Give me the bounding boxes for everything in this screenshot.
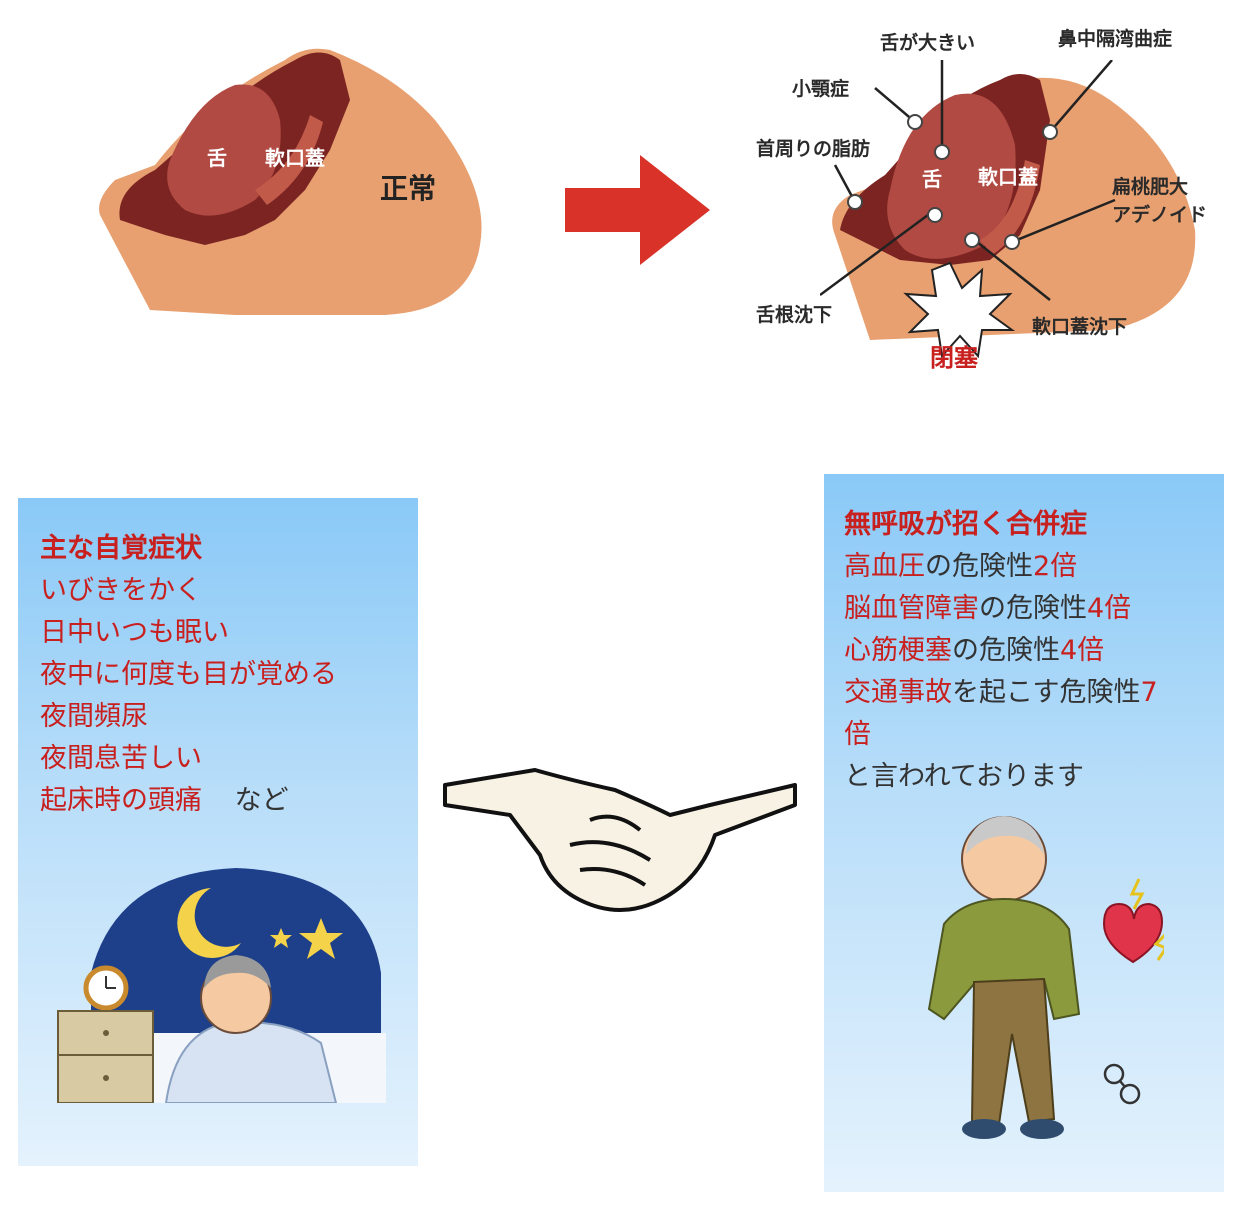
man-trousers: [970, 977, 1056, 1126]
complications-closing: と言われております: [844, 761, 1085, 792]
marker-septum: [1042, 124, 1058, 140]
complications-title: 無呼吸が招く合併症: [844, 509, 1087, 540]
label-tonsil: 扁桃肥大: [1112, 176, 1189, 198]
marker-palate-drop: [964, 232, 980, 248]
label-big-tongue: 舌が大きい: [880, 32, 976, 54]
complication-row-traffic-wrap: 倍: [844, 719, 871, 750]
marker-small-jaw: [907, 114, 923, 130]
normal-palate: [255, 115, 323, 205]
lightning-icon: [1153, 933, 1164, 961]
nightstand: [57, 1010, 154, 1103]
marker-big-tongue: [934, 144, 950, 160]
star-icon: [299, 918, 343, 959]
man-hair: [966, 816, 1044, 854]
man-hair: [204, 955, 271, 988]
label-septum: 鼻中隔湾曲症: [1058, 28, 1173, 50]
man-sweater: [927, 897, 1081, 1021]
label-neck-fat: 首周りの脂肪: [756, 138, 871, 160]
symptom-item: 起床時の頭痛: [40, 785, 202, 816]
symptoms-title: 主な自覚症状: [40, 533, 202, 564]
sleepless-man-illustration: [57, 868, 386, 1103]
normal-palate-label: 軟口蓋: [265, 146, 325, 170]
arrow-right-icon: [565, 155, 710, 265]
symptom-item: 夜間息苦しい: [40, 743, 202, 774]
osa-palate: [980, 160, 1040, 255]
lightning-icon: [1129, 878, 1145, 910]
label-adenoid: アデノイド: [1112, 204, 1208, 226]
normal-state-label: 正常: [380, 172, 436, 205]
symptom-item: 日中いつも眠い: [40, 617, 229, 648]
man-shoe: [1020, 1119, 1064, 1139]
osa-tongue-label: 舌: [922, 167, 942, 191]
normal-tongue-label: 舌: [207, 146, 227, 170]
chest-pain-man-illustration: [927, 816, 1164, 1139]
handshake-icon: [443, 768, 797, 912]
heart-icon: [1102, 902, 1164, 964]
complication-row: 高血圧の危険性2倍: [844, 551, 1078, 582]
label-palate-drop: 軟口蓋沈下: [1032, 316, 1128, 338]
symptoms-panel: 主な自覚症状 いびきをかく 日中いつも眠い 夜中に何度も目が覚める 夜間頻尿 夜…: [18, 498, 418, 1166]
symptom-item: いびきをかく: [40, 575, 202, 606]
marker-tonsil: [1004, 234, 1020, 250]
obstructed-airway-illustration: 舌 軟口蓋: [820, 60, 1196, 359]
symptoms-suffix: など: [234, 785, 289, 816]
obstruction-burst-icon: [903, 261, 1016, 359]
marker-tongue-base: [927, 207, 943, 223]
marker-neck-fat: [847, 194, 863, 210]
symptom-item: 夜間頻尿: [40, 701, 148, 732]
symptom-item: 夜中に何度も目が覚める: [40, 659, 337, 690]
complication-row: 脳血管障害の危険性4倍: [844, 593, 1132, 624]
moon-icon: [177, 888, 241, 958]
complication-row-traffic: 交通事故を起こす危険性7: [844, 677, 1158, 708]
complications-panel: 無呼吸が招く合併症 高血圧の危険性2倍 脳血管障害の危険性4倍 心筋梗塞の危険性…: [824, 474, 1224, 1192]
label-obstruction: 閉塞: [930, 344, 978, 372]
label-tongue-base: 舌根沈下: [756, 304, 833, 326]
star-icon: [270, 928, 292, 948]
label-small-jaw: 小顎症: [792, 78, 850, 100]
complication-row: 心筋梗塞の危険性4倍: [844, 635, 1105, 666]
osa-tongue: [887, 93, 1016, 259]
eyeglasses-icon: [1103, 1063, 1141, 1105]
normal-airway-illustration: 舌 軟口蓋 正常: [99, 48, 482, 315]
man-shoe: [962, 1119, 1006, 1139]
normal-tongue: [167, 84, 281, 216]
osa-palate-label: 軟口蓋: [978, 165, 1038, 189]
